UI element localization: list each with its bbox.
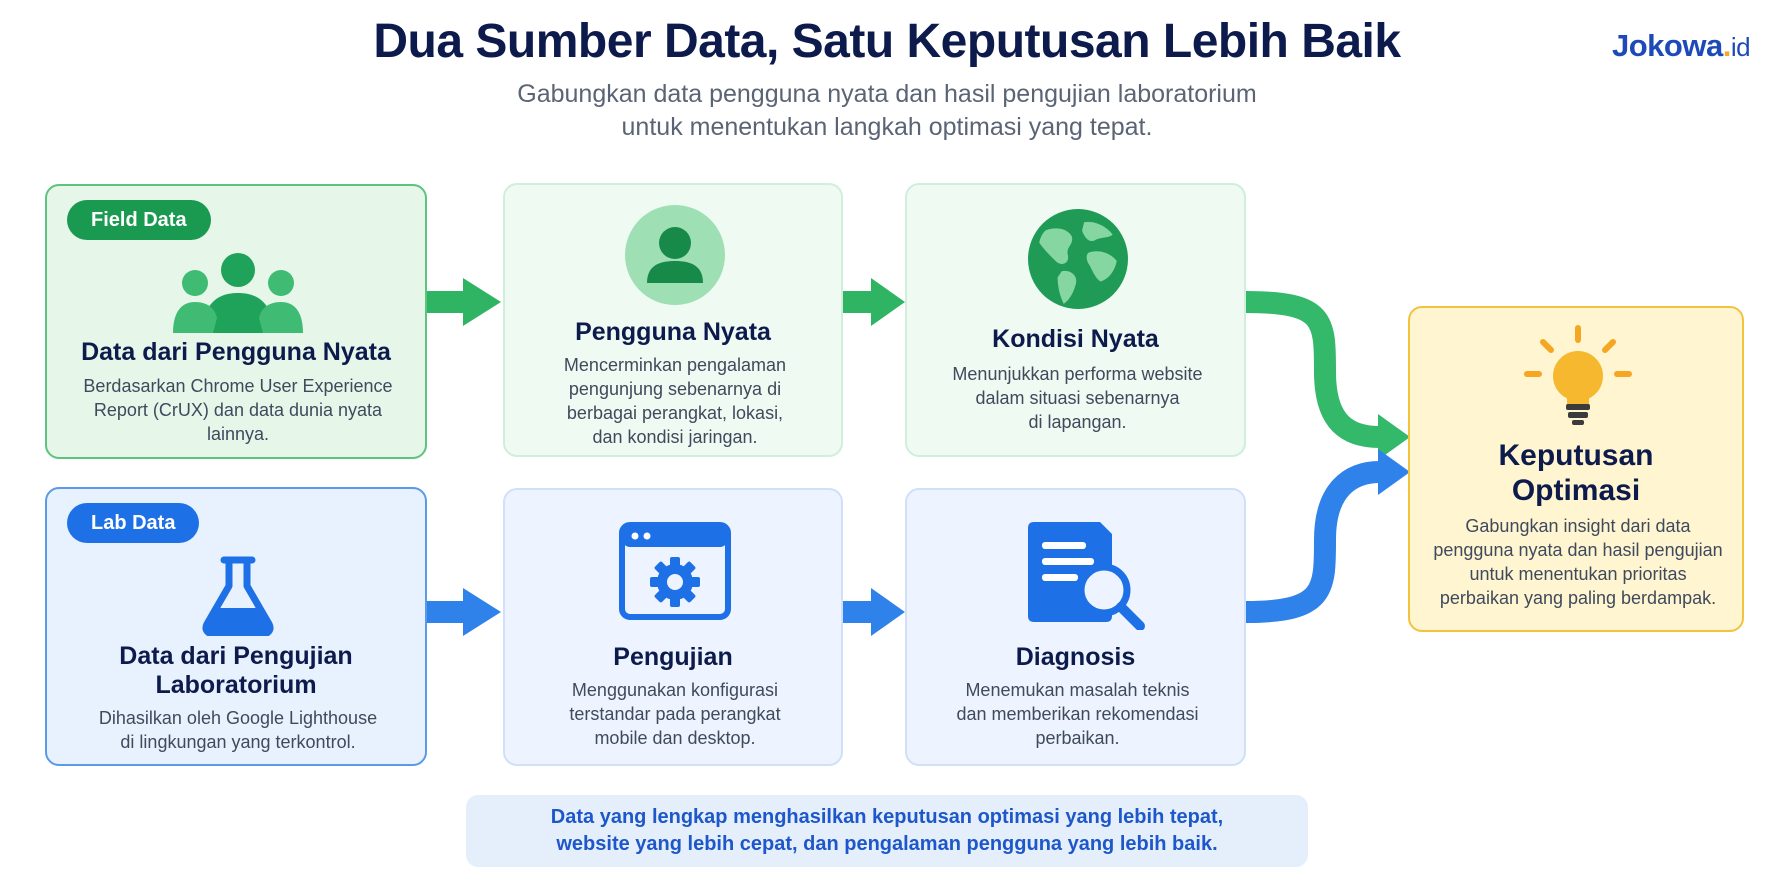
card-description: Menggunakan konfigurasi terstandar pada … [515, 678, 835, 750]
decision-card: Keputusan Optimasi Gabungkan insight dar… [1408, 306, 1744, 632]
desc-line: Gabungkan insight dari data [1465, 516, 1691, 536]
logo-text: Jokowa [1612, 28, 1723, 63]
page-title: Dua Sumber Data, Satu Keputusan Lebih Ba… [373, 15, 1401, 68]
card-description: Gabungkan insight dari data pengguna nya… [1418, 514, 1738, 610]
title-line: Optimasi [1511, 474, 1641, 507]
lightbulb-icon [1524, 325, 1632, 425]
card-description: Menemukan masalah teknis dan memberikan … [917, 678, 1238, 750]
desc-line: pengunjung sebenarnya di [568, 379, 782, 399]
people-group-icon [173, 253, 303, 333]
arrow-field-1 [425, 278, 501, 326]
lab-source-card: Lab Data Data dari Pengujian Laboratoriu… [45, 487, 427, 766]
desc-line: Menemukan masalah teknis [965, 680, 1190, 700]
card-description: Menunjukkan performa website dalam situa… [917, 362, 1238, 434]
arrow-lab-1 [425, 588, 501, 636]
card-title: Kondisi Nyata [992, 325, 1159, 353]
logo-suffix: id [1730, 32, 1751, 62]
card-title: Data dari Pengujian Laboratorium [47, 642, 425, 700]
desc-line: di lapangan. [1028, 412, 1127, 432]
desc-line: Berdasarkan Chrome User Experience [83, 376, 393, 396]
subtitle-line: Gabungkan data pengguna nyata dan hasil … [517, 80, 1257, 108]
lab-data-badge: Lab Data [67, 503, 200, 543]
field-data-badge: Field Data [67, 200, 211, 240]
arrow-lab-merge-head [1378, 449, 1410, 495]
card-title: Pengguna Nyata [575, 318, 771, 346]
card-description: Dihasilkan oleh Google Lighthouse di lin… [57, 706, 419, 754]
lab-step-diagnosis: Diagnosis Menemukan masalah teknis dan m… [905, 488, 1246, 766]
lab-step-testing: Pengujian Menggunakan konfigurasi tersta… [503, 488, 843, 766]
footer-callout: Data yang lengkap menghasilkan keputusan… [466, 795, 1308, 867]
page-subtitle: Gabungkan data pengguna nyata dan hasil … [387, 78, 1387, 144]
field-source-card: Field Data Data dari Pengguna Nyata Berd… [45, 184, 427, 459]
desc-line: di lingkungan yang terkontrol. [120, 732, 356, 752]
title-line: Data dari Pengujian [119, 642, 353, 670]
desc-line: Report (CrUX) dan data dunia nyata [93, 400, 383, 420]
desc-line: perbaikan yang paling berdampak. [1439, 588, 1717, 608]
user-avatar-icon [625, 205, 725, 305]
desc-line: Menggunakan konfigurasi [571, 680, 779, 700]
browser-gear-icon [619, 522, 731, 620]
footer-line: website yang lebih cepat, dan pengalaman… [556, 833, 1218, 855]
desc-line: berbagai perangkat, lokasi, [566, 403, 784, 423]
card-title: Keputusan Optimasi [1410, 438, 1742, 508]
flask-icon [202, 556, 274, 636]
card-description: Berdasarkan Chrome User Experience Repor… [57, 374, 419, 446]
card-description: Mencerminkan pengalaman pengunjung seben… [515, 353, 835, 449]
card-title: Pengujian [613, 643, 733, 671]
desc-line: untuk menentukan prioritas [1469, 564, 1687, 584]
desc-line: dan memberikan rekomendasi [956, 704, 1199, 724]
card-title: Diagnosis [1015, 643, 1136, 671]
title-line: Laboratorium [155, 671, 317, 699]
arrow-field-merge-head [1378, 414, 1410, 460]
field-step-real-users: Pengguna Nyata Mencerminkan pengalaman p… [503, 183, 843, 457]
desc-line: pengguna nyata dan hasil pengujian [1433, 540, 1723, 560]
title-line: Keputusan [1498, 439, 1654, 472]
desc-line: Menunjukkan performa website [952, 364, 1203, 384]
logo-dot: . [1722, 28, 1732, 63]
document-search-icon [1028, 522, 1145, 630]
desc-line: Dihasilkan oleh Google Lighthouse [98, 708, 378, 728]
desc-line: lainnya. [206, 424, 270, 444]
desc-line: Mencerminkan pengalaman [563, 355, 787, 375]
card-title: Data dari Pengguna Nyata [81, 338, 391, 366]
arrow-field-2 [843, 278, 905, 326]
desc-line: dalam situasi sebenarnya [975, 388, 1180, 408]
footer-line: Data yang lengkap menghasilkan keputusan… [550, 806, 1224, 828]
arrow-lab-2 [843, 588, 905, 636]
brand-logo[interactable]: Jokowa.id [1612, 28, 1751, 64]
subtitle-line: untuk menentukan langkah optimasi yang t… [621, 113, 1153, 141]
field-step-real-conditions: Kondisi Nyata Menunjukkan performa websi… [905, 183, 1246, 457]
arrow-lab-merge [1245, 461, 1381, 623]
desc-line: mobile dan desktop. [594, 728, 756, 748]
globe-icon [1028, 209, 1128, 309]
desc-line: perbaikan. [1035, 728, 1120, 748]
arrow-field-merge [1245, 291, 1381, 448]
desc-line: dan kondisi jaringan. [592, 427, 758, 447]
desc-line: terstandar pada perangkat [569, 704, 781, 724]
